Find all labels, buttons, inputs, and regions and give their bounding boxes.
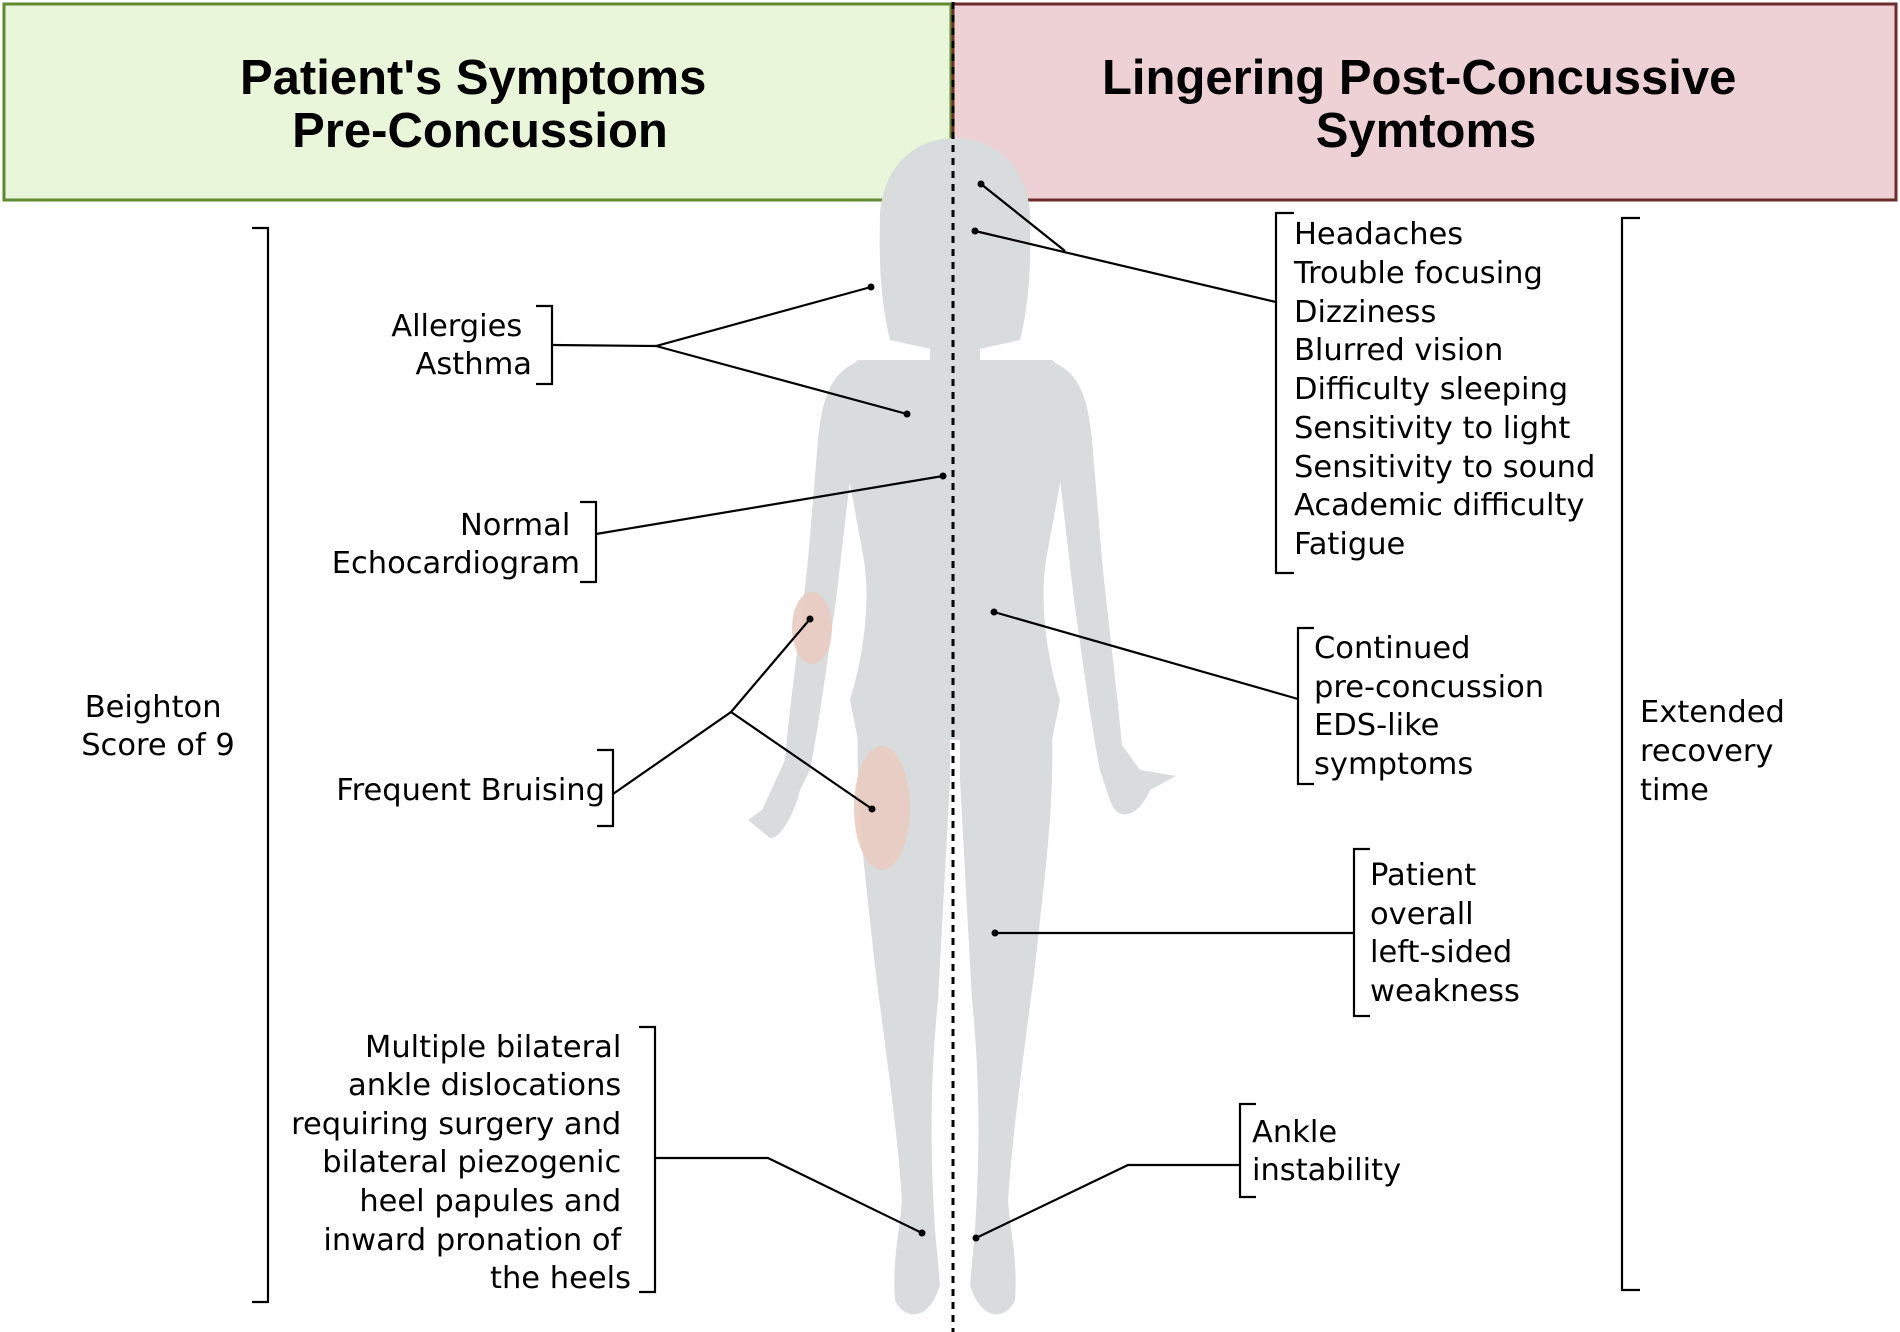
ankle-instability-line: Ankle [1252,1115,1337,1150]
eds-symptoms-line: EDS-like [1314,708,1439,743]
echocardiogram-leader-line [595,474,944,536]
echocardiogram-bracket [580,500,598,584]
head-symptom-item: Blurred vision [1294,333,1503,368]
ankle-instability-line: instability [1252,1153,1401,1188]
head-symptoms-bracket [1274,211,1294,575]
head-symptom-item: Academic difficulty [1294,488,1584,523]
allergies-asthma-line: Asthma [416,347,532,382]
ankle-dislocations-label: Multiple bilateral ankle dislocations re… [291,1030,631,1296]
pre-concussion-header-line: Patient's Symptoms [240,51,706,105]
allergies-bracket [536,304,554,386]
human-body-figure [748,138,1176,1315]
weakness-label: Patient overall left-sided weakness [1370,858,1522,1009]
recovery-line: recovery [1640,734,1773,769]
ankle-dislocations-line: requiring surgery and [291,1107,621,1142]
ankle-dislocations-line: the heels [490,1261,631,1296]
bruising-leader-line [612,618,811,795]
ankle-instability-leader-line [975,1163,1240,1239]
post-concussion-header-title: Lingering Post-Concussive Symtoms [1102,51,1750,158]
ankle-instability-label: Ankle instability [1252,1115,1401,1188]
ankle-dislocations-leader-line [655,1156,923,1234]
head-symptom-item: Sensitivity to light [1294,411,1570,446]
abdomen-dot [990,608,998,616]
recovery-label: Extended recovery time [1640,695,1795,808]
head-symptom-item: Sensitivity to sound [1294,450,1595,485]
eds-bracket [1296,626,1314,786]
recovery-line: time [1640,773,1709,808]
ankle-dislocations-bracket [639,1025,657,1294]
eds-symptoms-line: Continued [1314,631,1471,666]
echocardiogram-line: Normal [460,508,570,543]
head-symptoms-leader-line [974,229,1277,304]
asthma-chest-dot [903,410,911,418]
bruising-label: Frequent Bruising [336,773,605,808]
bruising-thigh-dot [868,805,876,813]
bruising-arm-dot [806,615,814,623]
weakness-line: Patient [1370,858,1476,893]
beighton-bracket [252,226,270,1304]
face-dot [971,227,979,235]
ankle-dislocations-line: Multiple bilateral [365,1030,621,1065]
eds-symptoms-label: Continued pre-concussion EDS-like sympto… [1314,631,1554,782]
pre-concussion-header-box [2,2,953,202]
allergies-asthma-label: Allergies Asthma [391,309,532,382]
eds-symptoms-line: pre-concussion [1314,670,1544,705]
right-ankle-dot [972,1234,980,1242]
asthma-leader-line [655,344,908,416]
ankle-dislocations-line: heel papules and [359,1184,621,1219]
echocardiogram-heart-dot [939,472,947,480]
recovery-line: Extended [1640,695,1785,730]
beighton-label: Beighton Score of 9 [81,690,235,763]
echocardiogram-label: Normal Echocardiogram [332,508,580,581]
ankle-instability-bracket [1238,1102,1256,1199]
forehead-leader-line [980,183,1066,252]
ankle-dislocations-line: inward pronation of [323,1223,622,1258]
thigh-bruise-mark [854,746,910,870]
head-symptom-item: Trouble focusing [1293,256,1543,291]
forehead-dot [977,180,985,188]
head-symptom-item: Fatigue [1294,527,1405,562]
head-symptom-item: Headaches [1294,217,1463,252]
echocardiogram-line: Echocardiogram [332,546,580,581]
post-concussion-header-line: Symtoms [1316,104,1537,158]
head-symptom-item: Difficulty sleeping [1294,372,1568,407]
right-leg-dot [991,929,999,937]
ankle-dislocations-line: bilateral piezogenic [322,1145,621,1180]
bruising-thigh-leader-line [730,711,873,810]
weakness-bracket [1352,847,1370,1018]
eds-leader-line [993,610,1299,701]
left-ankle-dot [918,1229,926,1237]
pre-concussion-header-title: Patient's Symptoms Pre-Concussion [240,51,720,158]
weakness-line: left-sided [1370,935,1512,970]
allergies-asthma-line: Allergies [391,309,522,344]
eds-symptoms-line: symptoms [1314,747,1473,782]
allergies-head-dot [867,283,875,291]
ankle-dislocations-line: ankle dislocations [348,1068,621,1103]
head-symptoms-list: Headaches Trouble focusing Dizziness Blu… [1293,217,1605,562]
post-concussion-header-line: Lingering Post-Concussive [1102,51,1736,105]
weakness-line: weakness [1370,974,1520,1009]
allergies-leader-line [551,285,872,348]
arm-bruise-mark [792,592,832,664]
weakness-line: overall [1370,897,1474,932]
post-concussion-header-box [951,2,1898,202]
recovery-bracket [1620,216,1640,1292]
bruising-line: Frequent Bruising [336,773,605,808]
head-symptom-item: Dizziness [1294,295,1436,330]
bruising-bracket [597,748,615,828]
beighton-label-line: Beighton [85,690,222,725]
beighton-label-line: Score of 9 [81,728,235,763]
pre-concussion-header-line: Pre-Concussion [292,104,668,158]
